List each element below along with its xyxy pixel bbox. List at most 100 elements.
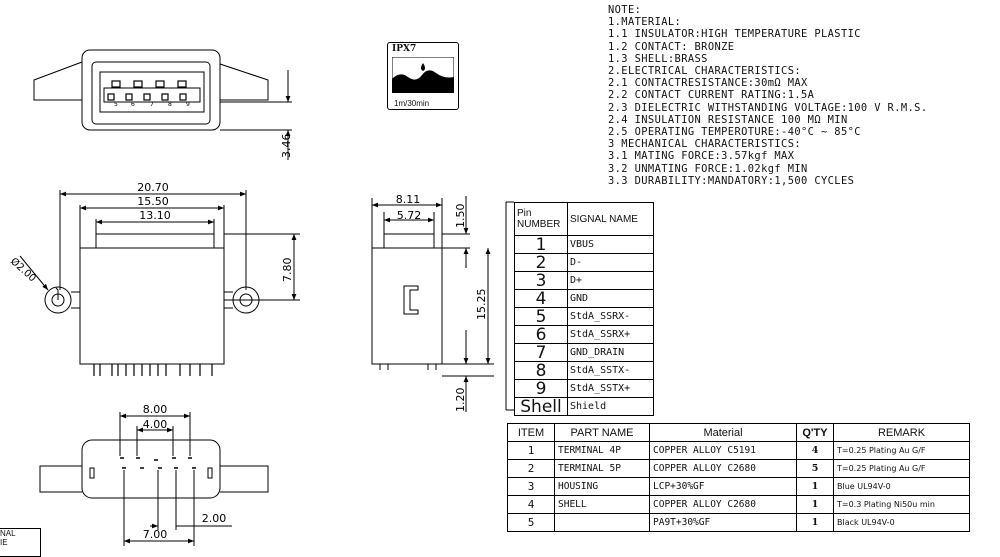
bom-qty: 1 [796,495,834,514]
pin-number: 1 [514,235,568,254]
dim-700: 7.00 [143,528,168,541]
pin-number-header: Pin NUMBER [514,202,568,236]
bom-remark: T=0.25 Plating Au G/F [833,459,970,478]
corner-text-2: IE [0,538,8,547]
bom-header-remark: REMARK [833,423,970,442]
bom-header-part: PART NAME [554,423,650,442]
dim-1550: 15.50 [137,195,169,208]
bom-item: 2 [507,459,555,478]
pin-signal: Shield [567,397,654,416]
bom-part-name: HOUSING [554,477,650,496]
signal-name-header: SIGNAL NAME [567,202,654,236]
note-line: 2.5 OPERATING TEMPEROTURE:-40°C ~ 85°C [608,126,861,139]
bom-remark: T=0.3 Plating Ni50u min [833,495,970,514]
bom-qty: 1 [796,513,834,532]
dim-150: 1.50 [454,204,467,229]
note-line: 3.2 UNMATING FORCE:1.02kgf MIN [608,162,808,175]
pin-number: 7 [514,343,568,362]
bom-material: PA9T+30%GF [649,513,797,532]
ipx-rating-badge: IPX7 1m/30min [387,42,459,110]
dim-811: 8.11 [396,193,421,206]
note-line: 1.3 SHELL:BRASS [608,52,708,65]
bom-header-item: ITEM [507,423,555,442]
ipx-rating: IPX7 [392,44,417,54]
pin-signal: StdA_SSTX+ [567,379,654,398]
notes-block: NOTE:1.MATERIAL:1.1 INSULATOR:HIGH TEMPE… [608,4,927,187]
note-line: 2.ELECTRICAL CHARACTERISTICS: [608,65,802,78]
ipx-condition: 1m/30min [394,99,430,108]
dim-2070: 20.70 [137,181,169,194]
water-icon [392,57,454,93]
bom-remark: Blue UL94V-0 [833,477,970,496]
note-line: 2.2 CONTACT CURRENT RATING:1.5A [608,89,815,102]
pin-label-9: 9 [186,101,190,108]
bom-part-name: TERMINAL 4P [554,441,650,460]
bom-qty: 4 [796,441,834,460]
note-line: 1.1 INSULATOR:HIGH TEMPERATURE PLASTIC [608,28,861,41]
pin-number: 8 [514,361,568,380]
bom-remark: T=0.25 Plating Au G/F [833,441,970,460]
note-line: 3.1 MATING FORCE:3.57kgf MAX [608,150,795,163]
bom-material: LCP+30%GF [649,477,797,496]
dim-1525: 15.25 [475,289,488,321]
note-line: 2.1 CONTACTRESISTANCE:30mΩ MAX [608,77,808,90]
pin-number: 2 [514,253,568,272]
note-line: 2.3 DIELECTRIC WITHSTANDING VOLTAGE:100 … [608,101,928,114]
pin-signal: StdA_SSRX- [567,307,654,326]
note-line: 3 MECHANICAL CHARACTERISTICS: [608,138,802,151]
bom-material: COPPER ALLOY C2680 [649,495,797,514]
pin-signal: D- [567,253,654,272]
bom-part-name: TERMINAL 5P [554,459,650,478]
bom-qty: 1 [796,477,834,496]
pin-number: 6 [514,325,568,344]
bom-header-qty: Q'TY [796,423,834,442]
pin-signal: GND [567,289,654,308]
note-line: 3.3 DURABILITY:MANDATORY:1,500 CYCLES [608,174,855,187]
footprint-view [39,412,269,546]
bom-item: 1 [507,441,555,460]
end-view [371,196,494,412]
corner-text-1: NAL [0,529,16,538]
bom-item: 4 [507,495,555,514]
pin-number: Shell [514,397,568,416]
note-line: 2.4 INSULATION RESISTANCE 100 MΩ MIN [608,113,848,126]
bom-qty: 5 [796,459,834,478]
dim-572: 5.72 [397,209,422,222]
pin-signal: StdA_SSTX- [567,361,654,380]
pin-label-7: 7 [150,101,154,108]
title-block-corner: NAL IE [0,528,41,557]
pin-label-5: 5 [114,101,118,108]
pin-label-8: 8 [168,101,172,108]
dim-400: 4.00 [143,418,168,431]
bom-material: COPPER ALLOY C5191 [649,441,797,460]
bom-item: 3 [507,477,555,496]
pin-number: 5 [514,307,568,326]
dim-346: 3.46 [280,134,293,159]
bom-remark: Black UL94V-0 [833,513,970,532]
pin-label-6: 6 [131,101,135,108]
bom-header-row: ITEM PART NAME Material Q'TY REMARK [507,423,970,442]
bom-item: 5 [507,513,555,532]
dim-200: 2.00 [202,512,227,525]
note-line: 1.2 CONTACT: BRONZE [608,40,735,53]
pin-number: 3 [514,271,568,290]
bom-part-name [554,513,650,532]
bom-header-material: Material [649,423,797,442]
pin-number: 4 [514,289,568,308]
